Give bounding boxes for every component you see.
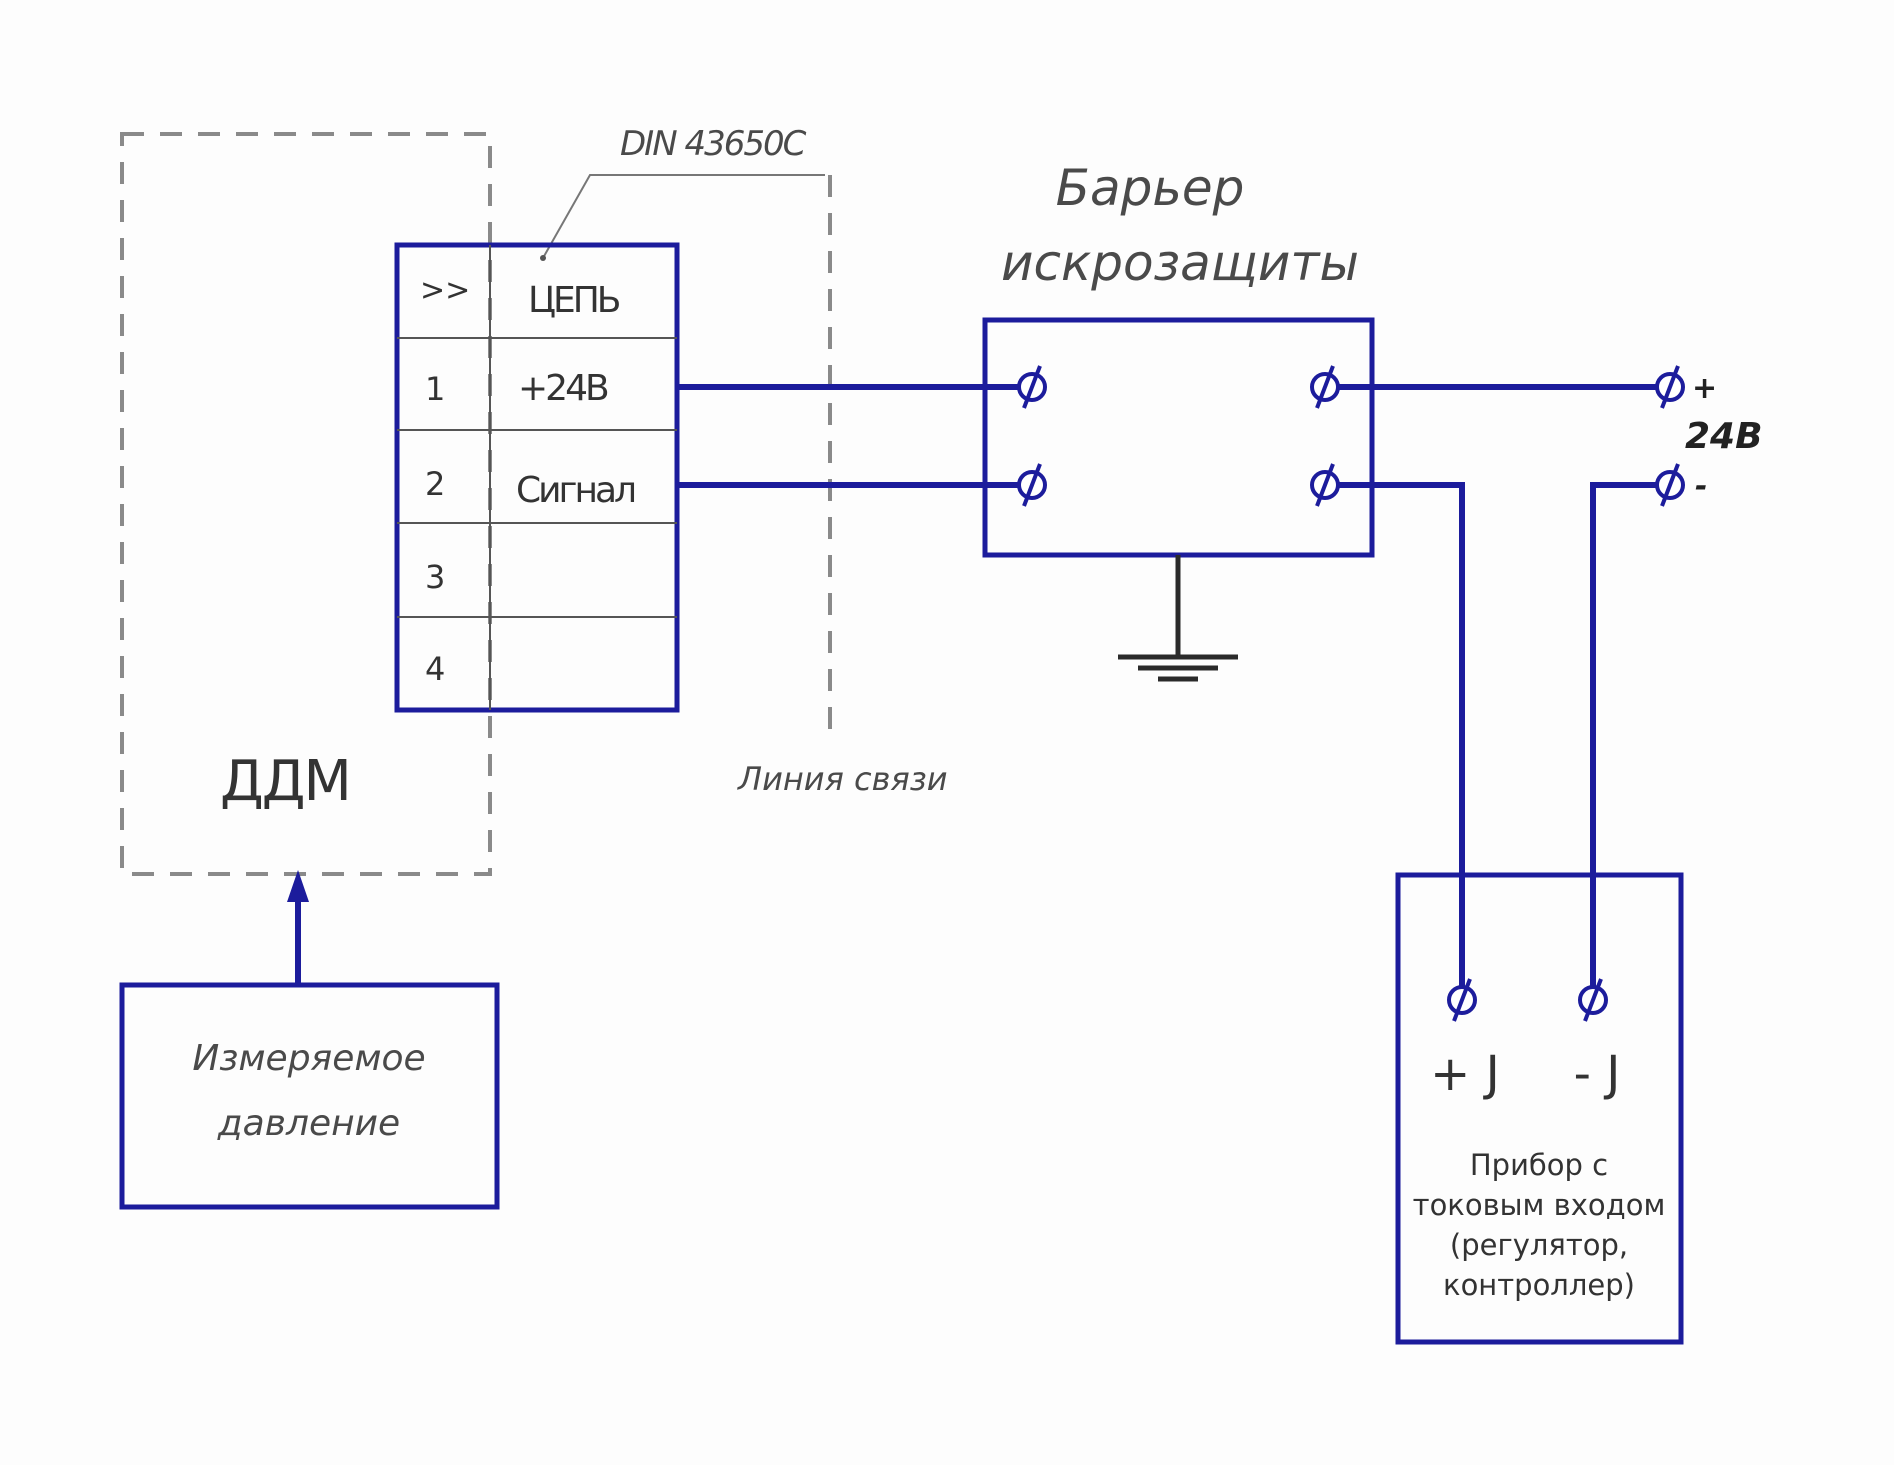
device-label-line4: контроллер) — [1443, 1268, 1635, 1302]
table-row-pin: 4 — [425, 650, 445, 688]
connector-table: >> ЦЕПЬ 1 +24В 2 Сигнал 3 4 — [394, 242, 680, 713]
barrier-box — [982, 317, 1375, 558]
table-row-circuit: ЦЕПЬ — [528, 280, 620, 321]
device-plus-j-label: + J — [1430, 1046, 1500, 1102]
table-row-pin: 1 — [425, 370, 445, 408]
device-label-line3: (регулятор, — [1450, 1228, 1628, 1262]
pressure-arrow-head — [287, 870, 309, 902]
device-minus-j-label: - J — [1574, 1046, 1621, 1102]
terminal-icon — [1655, 463, 1685, 507]
terminal-icon — [1017, 365, 1047, 409]
device-label-line1: Прибор с — [1470, 1148, 1608, 1182]
ground-icon — [1118, 555, 1238, 682]
table-row-pin: 3 — [425, 558, 445, 596]
sensor-label: ДДМ — [220, 749, 350, 814]
terminal-icon — [1447, 978, 1477, 1022]
terminal-icon — [1017, 463, 1047, 507]
table-row-pin: >> — [420, 273, 470, 308]
terminal-icon — [1310, 463, 1340, 507]
leader-dot — [540, 255, 546, 261]
table-row-circuit: +24В — [518, 368, 608, 409]
supply-plus-sign: + — [1692, 371, 1717, 406]
terminal-icon — [1310, 365, 1340, 409]
supply-voltage-label: 24В — [1685, 416, 1763, 457]
connector-table-frame — [394, 242, 680, 713]
comm-line-label: Линия связи — [737, 760, 948, 798]
barrier-title-line1: Барьер — [1056, 159, 1245, 217]
table-row-pin: 2 — [425, 465, 445, 503]
terminal-icon — [1578, 978, 1608, 1022]
pressure-label-line2: давление — [217, 1103, 400, 1144]
barrier-title-line2: искрозащиты — [1001, 234, 1359, 292]
connector-type-label: DIN 43650C — [620, 124, 807, 164]
table-row-circuit: Сигнал — [516, 470, 635, 511]
terminal-icon — [1655, 365, 1685, 409]
device-label-line2: токовым входом — [1413, 1188, 1666, 1222]
wire-supply-minus-to-device — [1590, 482, 1670, 1000]
connector-leader-line — [542, 174, 825, 259]
pressure-label-line1: Измеряемое — [192, 1038, 425, 1079]
device-box — [1395, 872, 1684, 1345]
wire-barrier-to-device-plus — [1325, 482, 1465, 1000]
measured-pressure-box — [119, 982, 500, 1210]
supply-minus-sign: - — [1695, 469, 1707, 504]
